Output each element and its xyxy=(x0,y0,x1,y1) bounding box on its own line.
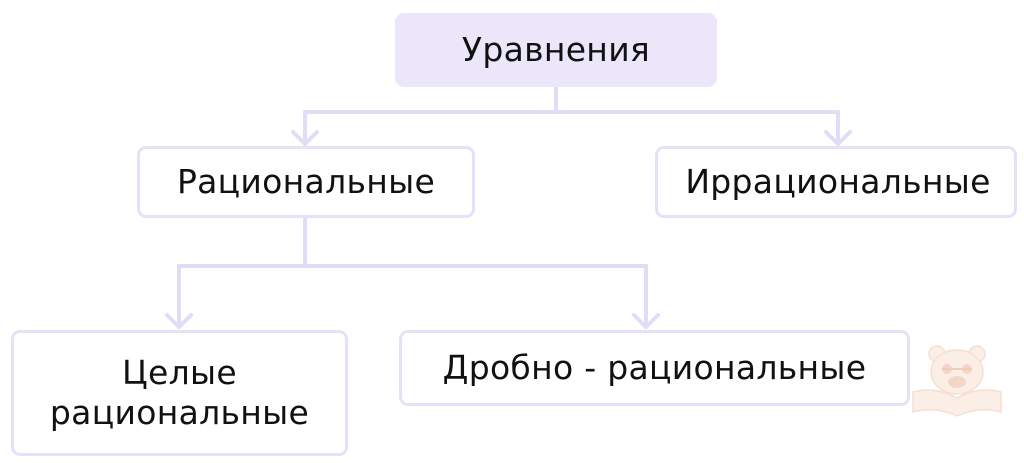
node-whole-rational-label-line-1: Целые xyxy=(122,352,237,392)
arrowhead-whole xyxy=(165,313,193,329)
bear-logo-icon xyxy=(912,345,1002,417)
arrowhead-fractional xyxy=(632,313,660,329)
node-whole-rational: Целые рациональные xyxy=(11,330,348,456)
node-fractional-rational-label: Дробно - рациональные xyxy=(442,347,867,387)
node-irrational: Иррациональные xyxy=(655,146,1017,218)
node-rational: Рациональные xyxy=(137,146,475,218)
arrowhead-rational xyxy=(291,130,319,146)
node-equations-label: Уравнения xyxy=(461,29,651,69)
arrowhead-irrational xyxy=(824,130,852,146)
node-rational-label: Рациональные xyxy=(176,161,436,201)
node-whole-rational-label-line-2: рациональные xyxy=(49,393,310,432)
node-irrational-label: Иррациональные xyxy=(685,161,991,201)
node-fractional-rational: Дробно - рациональные xyxy=(399,330,910,406)
node-equations: Уравнения xyxy=(395,13,717,87)
